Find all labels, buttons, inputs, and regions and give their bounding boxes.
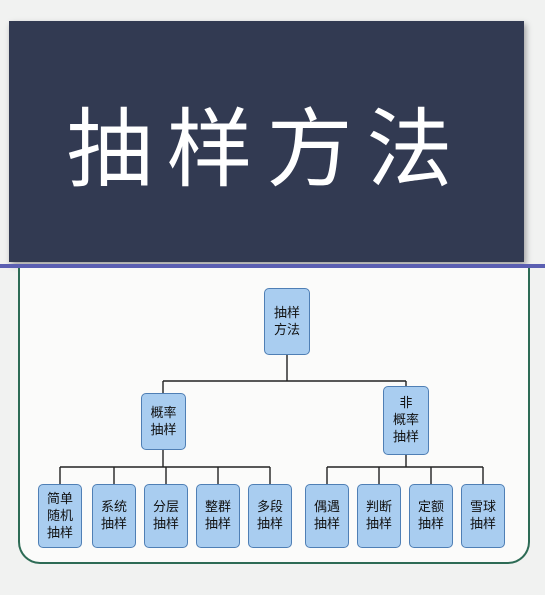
leaf-node-accidental: 偶遇 抽样 [305,484,349,548]
page-title: 抽样方法 [66,100,467,200]
leaf-node-simple-random: 简单 随机 抽样 [38,484,82,548]
leaf-node-snowball: 雪球 抽样 [461,484,505,548]
title-banner: 抽样方法 [9,21,524,262]
leaf-node-quota: 定额 抽样 [409,484,453,548]
divider-line [0,264,545,268]
leaf-node-multistage: 多段 抽样 [248,484,292,548]
leaf-node-stratified: 分层 抽样 [144,484,188,548]
leaf-node-cluster: 整群 抽样 [196,484,240,548]
root-node: 抽样 方法 [264,288,310,355]
leaf-node-judgment: 判断 抽样 [357,484,401,548]
group-node-nonprobability: 非 概率 抽样 [383,386,429,455]
leaf-node-systematic: 系统 抽样 [92,484,136,548]
group-node-probability: 概率 抽样 [141,393,186,450]
